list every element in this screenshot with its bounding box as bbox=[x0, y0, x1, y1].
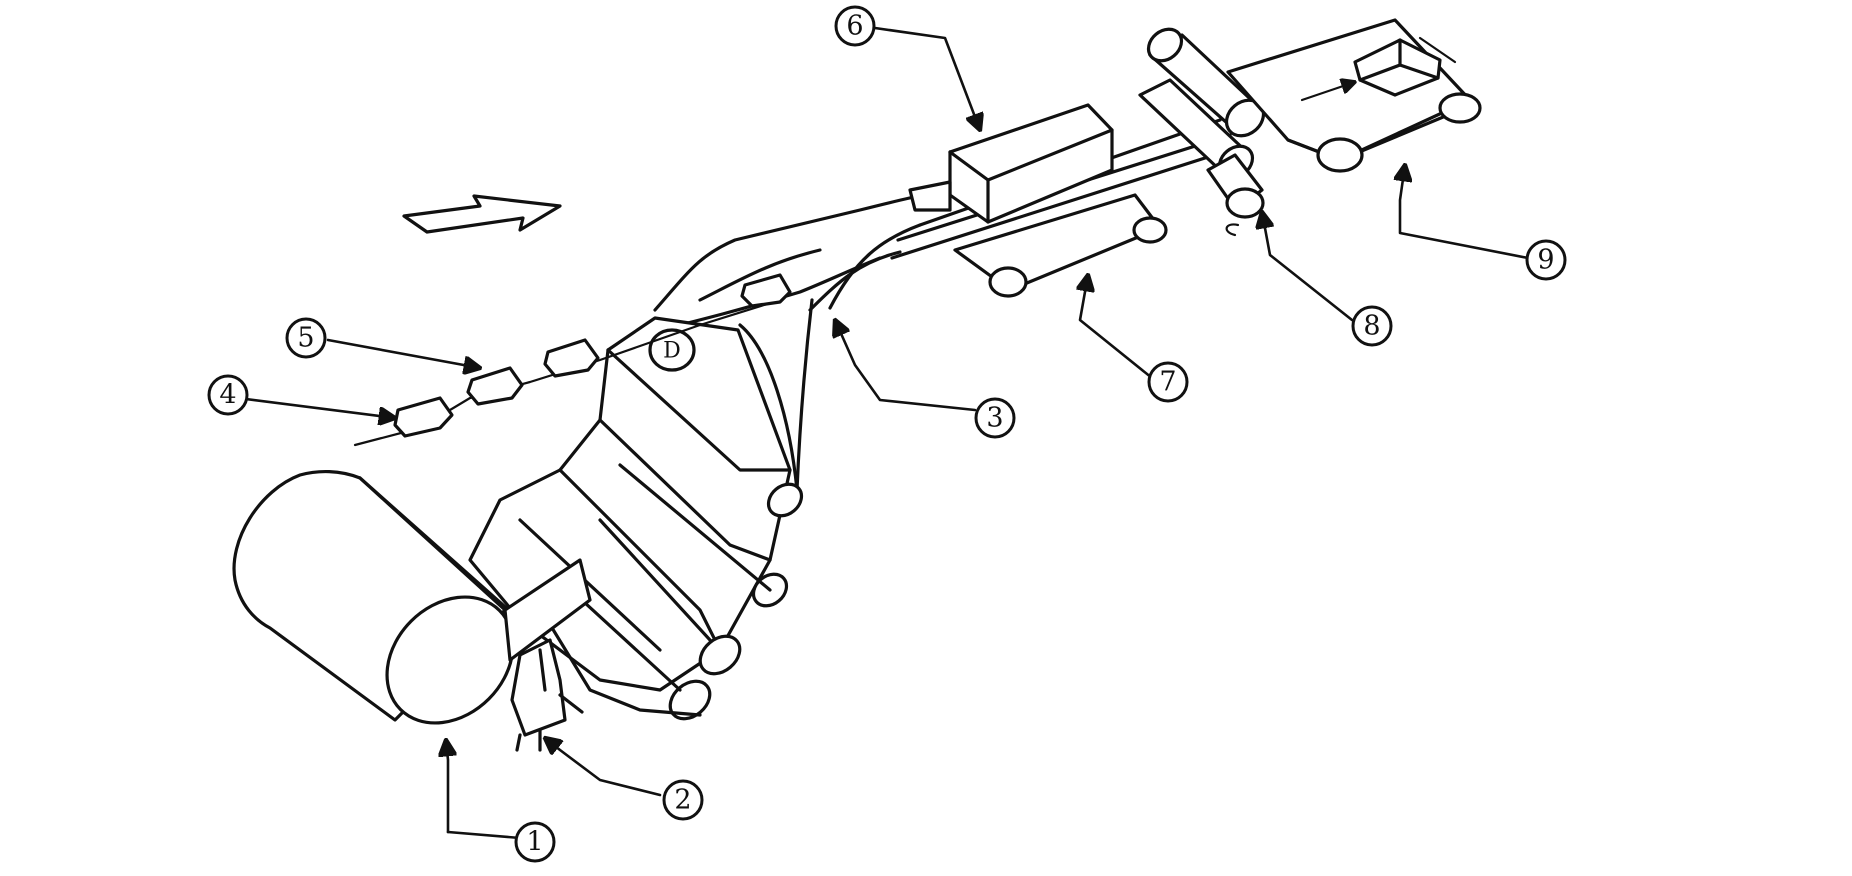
press-rollers bbox=[1138, 27, 1307, 237]
output-conveyor bbox=[1226, 18, 1482, 173]
roller-d-label: D bbox=[663, 339, 681, 364]
leader-lines bbox=[236, 26, 1530, 840]
callout-9-label: 9 bbox=[1537, 245, 1554, 276]
callout-3-label: 3 bbox=[986, 403, 1003, 434]
direction-arrow bbox=[402, 194, 562, 234]
roller-d: D bbox=[648, 328, 696, 372]
callout-6-label: 6 bbox=[846, 11, 863, 42]
callout-2: 2 bbox=[662, 779, 704, 821]
callout-8: 8 bbox=[1351, 305, 1393, 347]
callout-5: 5 bbox=[285, 317, 327, 359]
callout-3: 3 bbox=[974, 397, 1016, 439]
callout-1-label: 1 bbox=[526, 827, 543, 858]
callout-7-label: 7 bbox=[1159, 367, 1176, 398]
callout-2-label: 2 bbox=[674, 785, 691, 816]
callout-6: 6 bbox=[834, 5, 876, 47]
callout-5-label: 5 bbox=[297, 323, 314, 354]
callout-4-label: 4 bbox=[219, 380, 236, 411]
callout-4: 4 bbox=[207, 374, 249, 416]
upper-box bbox=[908, 103, 1114, 224]
motor bbox=[232, 470, 592, 725]
callout-9: 9 bbox=[1525, 239, 1567, 281]
callout-1: 1 bbox=[514, 821, 556, 863]
sensor-unit bbox=[510, 638, 584, 752]
callout-8-label: 8 bbox=[1363, 311, 1380, 342]
conveyor-7 bbox=[953, 193, 1168, 298]
callout-7: 7 bbox=[1147, 361, 1189, 403]
